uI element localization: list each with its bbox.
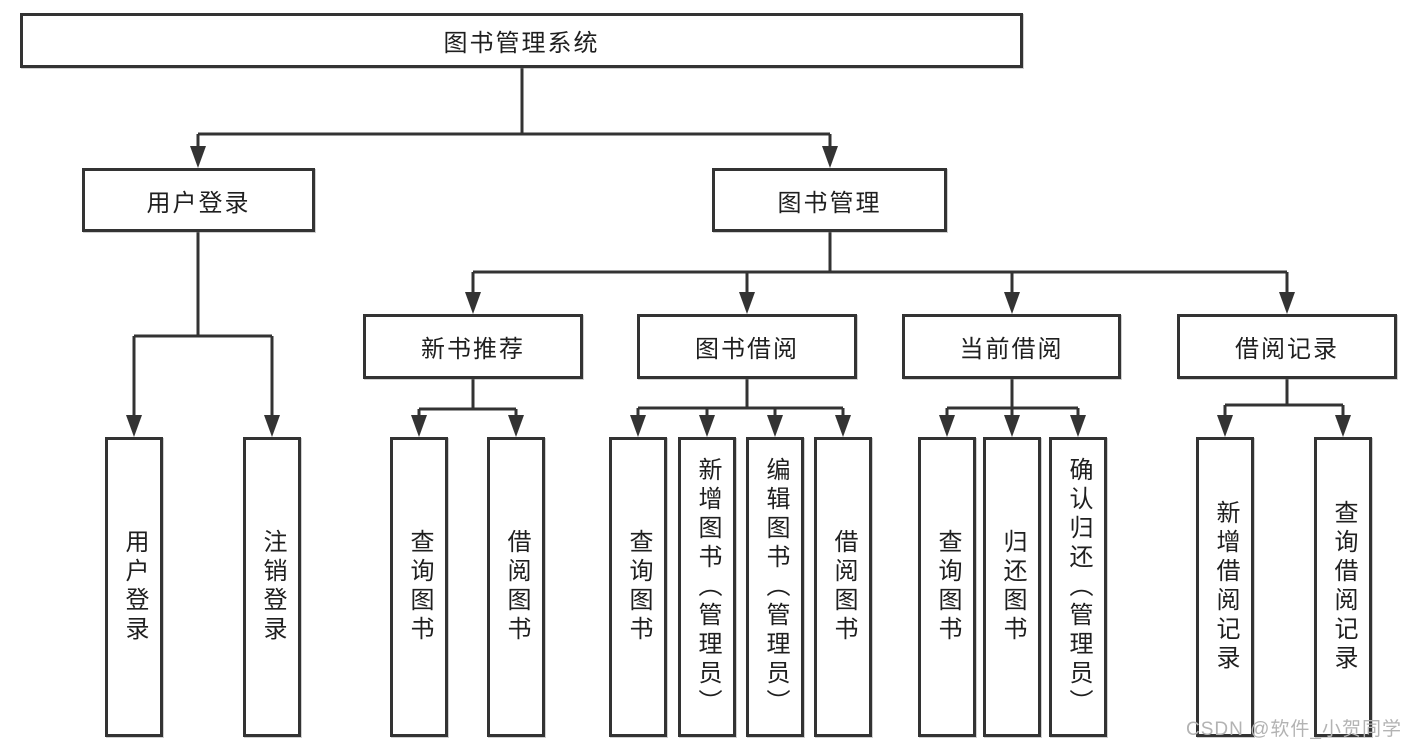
watermark: CSDN @软件_小贺同学 — [1186, 719, 1402, 740]
leaf-borrow-books-1-label: 借阅图书 — [503, 529, 530, 645]
node-current-borrowing: 当前借阅 — [902, 314, 1121, 379]
node-library-management-system: 图书管理系统 — [20, 13, 1023, 68]
node-new-book-recommendation: 新书推荐 — [363, 314, 583, 379]
leaf-query-books-2: 查询图书 — [609, 437, 667, 737]
leaf-return-books: 归还图书 — [983, 437, 1041, 737]
leaf-query-books-1: 查询图书 — [390, 437, 448, 737]
leaf-return-books-label: 归还图书 — [999, 529, 1026, 645]
leaf-logout-login: 注销登录 — [243, 437, 301, 737]
leaf-add-borrow-record: 新增借阅记录 — [1196, 437, 1254, 737]
node-book-management: 图书管理 — [712, 168, 947, 232]
leaf-edit-book-admin: 编辑图书（管理员） — [746, 437, 804, 737]
node-book-borrowing: 图书借阅 — [637, 314, 857, 379]
leaf-confirm-return-admin-label: 确认归还（管理员） — [1065, 456, 1092, 718]
leaf-borrow-books-2-label: 借阅图书 — [830, 529, 857, 645]
leaf-query-books-3-label: 查询图书 — [934, 529, 961, 645]
leaf-borrow-books-2: 借阅图书 — [814, 437, 872, 737]
leaf-query-books-3: 查询图书 — [918, 437, 976, 737]
leaf-query-books-1-label: 查询图书 — [406, 529, 433, 645]
node-borrowing-records: 借阅记录 — [1177, 314, 1397, 379]
leaf-add-book-admin: 新增图书（管理员） — [678, 437, 736, 737]
leaf-user-login-label: 用户登录 — [121, 529, 148, 645]
leaf-query-books-2-label: 查询图书 — [625, 529, 652, 645]
leaf-borrow-books-1: 借阅图书 — [487, 437, 545, 737]
leaf-edit-book-admin-label: 编辑图书（管理员） — [762, 456, 789, 718]
leaf-confirm-return-admin: 确认归还（管理员） — [1049, 437, 1107, 737]
leaf-query-borrow-record: 查询借阅记录 — [1314, 437, 1372, 737]
leaf-logout-login-label: 注销登录 — [259, 529, 286, 645]
leaf-user-login: 用户登录 — [105, 437, 163, 737]
node-user-login: 用户登录 — [82, 168, 315, 232]
leaf-add-borrow-record-label: 新增借阅记录 — [1212, 500, 1239, 674]
leaf-add-book-admin-label: 新增图书（管理员） — [694, 456, 721, 718]
leaf-query-borrow-record-label: 查询借阅记录 — [1330, 500, 1357, 674]
